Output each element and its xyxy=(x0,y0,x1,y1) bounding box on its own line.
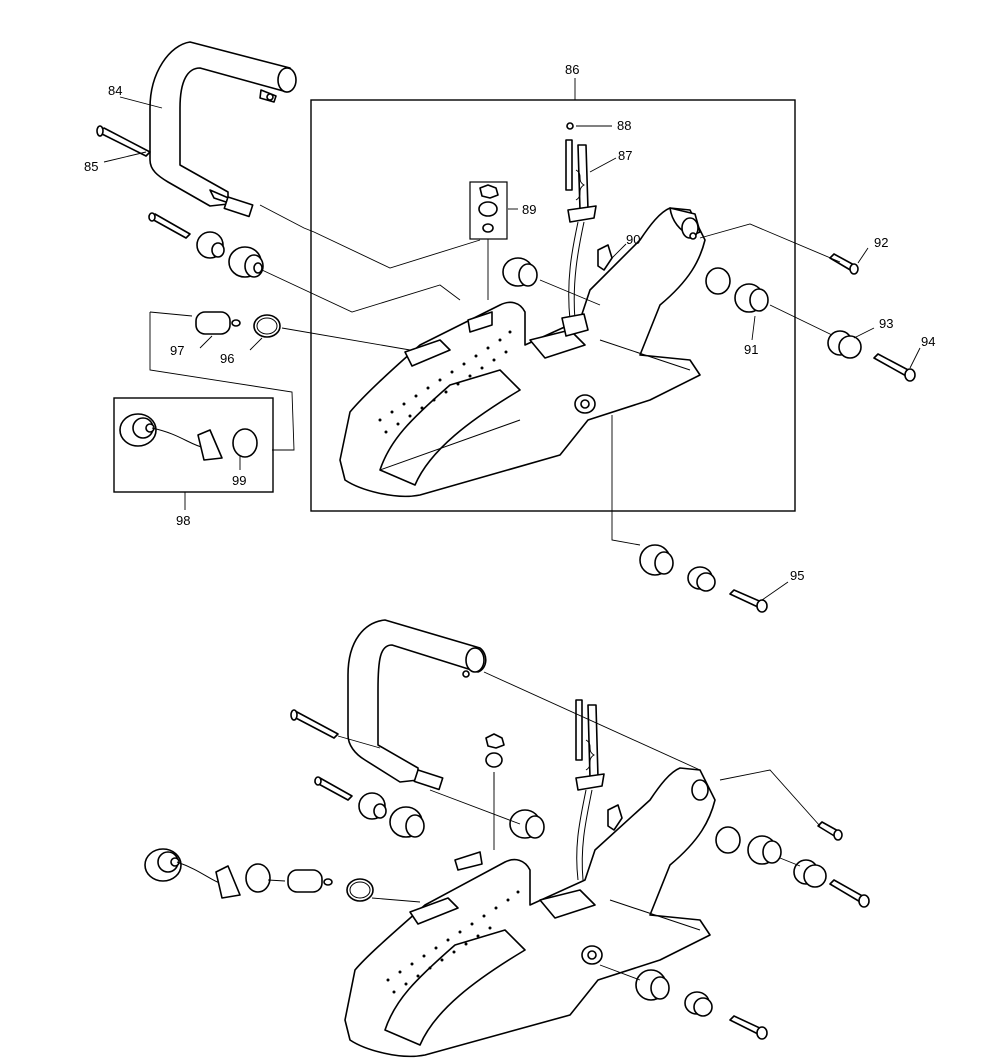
callout-92: 92 xyxy=(874,235,888,250)
screw-part-94 xyxy=(873,353,916,382)
rubber-buffer-upper-center xyxy=(502,257,538,287)
throttle-cable-part-87 xyxy=(561,139,597,337)
screw-lower-far-right xyxy=(829,879,870,908)
rubber-buffer-lower-bottom xyxy=(635,969,670,1001)
retainer-parts-89 xyxy=(478,184,499,233)
stopper-lower xyxy=(607,804,623,831)
fuel-cap-lower xyxy=(144,848,241,899)
screw-lower-bottom xyxy=(729,1015,768,1040)
fuel-cap-part-98 xyxy=(119,413,223,461)
callout-84: 84 xyxy=(108,83,122,98)
rubber-buffer-lower-left xyxy=(389,806,425,838)
stopper-part-90 xyxy=(597,244,613,271)
handle-bar-part-84 xyxy=(149,41,297,218)
callout-97: 97 xyxy=(170,343,184,358)
screw-part-95 xyxy=(729,589,768,613)
hose-clamp-part-96 xyxy=(253,314,281,338)
grip-texture-lower xyxy=(386,890,520,994)
rear-handle-lower xyxy=(344,767,741,1058)
assembly-86-frame xyxy=(310,99,796,512)
throttle-cable-lower xyxy=(575,699,605,881)
grip-texture-upper xyxy=(378,330,512,434)
callout-95: 95 xyxy=(790,568,804,583)
hose-clamp-lower xyxy=(346,878,374,902)
screw-lower-top-right xyxy=(817,821,843,841)
leader-lines-lower xyxy=(267,671,821,981)
rear-handle-part-86 xyxy=(339,207,731,498)
washer-lower-right xyxy=(687,566,716,592)
rubber-buffer-lower-center xyxy=(509,809,545,839)
callout-90: 90 xyxy=(626,232,640,247)
washer-part-93 xyxy=(827,330,862,359)
callout-85: 85 xyxy=(84,159,98,174)
handle-bar-lower xyxy=(347,619,487,791)
callout-94: 94 xyxy=(921,334,935,349)
retainer-parts-lower xyxy=(485,733,505,790)
assembly-89-frame xyxy=(469,181,508,240)
pin-part-88 xyxy=(566,122,574,130)
screw-part-85 xyxy=(96,125,151,157)
assembly-98-frame xyxy=(113,397,274,493)
callout-89: 89 xyxy=(522,202,536,217)
gasket-lower xyxy=(245,863,271,893)
rubber-buffer-lower-right xyxy=(639,544,674,576)
fuel-filter-lower xyxy=(287,869,333,893)
callout-91: 91 xyxy=(744,342,758,357)
callout-87: 87 xyxy=(618,148,632,163)
washer-lower-far-right xyxy=(793,859,827,888)
callout-93: 93 xyxy=(879,316,893,331)
washer-lower-left xyxy=(358,792,387,820)
fuel-filter-part-97 xyxy=(195,311,241,335)
rubber-buffer-part-91 xyxy=(734,283,769,313)
gasket-part-99 xyxy=(232,428,258,458)
callout-98: 98 xyxy=(176,513,190,528)
screw-lower-upper-left xyxy=(290,709,339,739)
screw-part-92 xyxy=(829,253,859,275)
rubber-buffer-lower-far-right xyxy=(747,835,782,865)
callout-88: 88 xyxy=(617,118,631,133)
callout-96: 96 xyxy=(220,351,234,366)
callout-labels: 84 85 86 88 87 89 90 91 92 93 94 95 96 9… xyxy=(84,62,935,583)
washer-lower-bottom xyxy=(684,991,713,1017)
leader-lines-upper xyxy=(103,78,921,601)
callout-99: 99 xyxy=(232,473,246,488)
callout-86: 86 xyxy=(565,62,579,77)
rubber-buffer-upper-left xyxy=(228,246,264,278)
screw-upper-left xyxy=(148,212,191,239)
washer-upper-left xyxy=(196,231,225,259)
screw-lower-left xyxy=(314,776,353,801)
